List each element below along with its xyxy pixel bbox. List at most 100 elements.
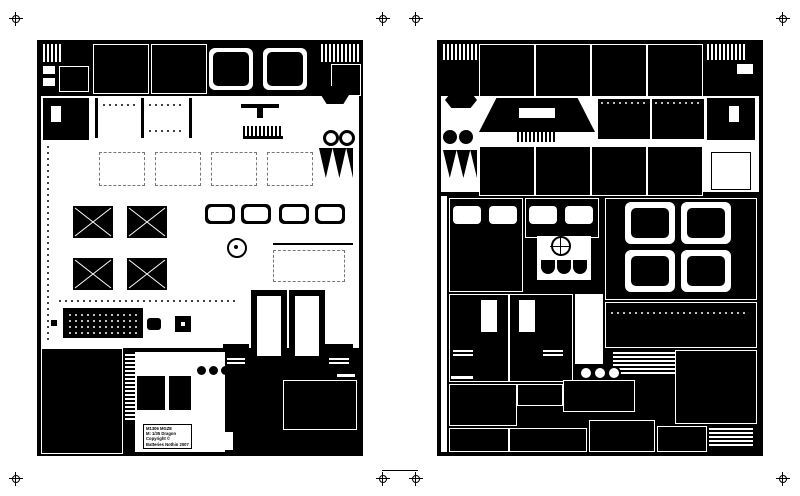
right-small-hinge [737, 64, 753, 74]
left-strip-2 [141, 98, 144, 138]
right-frame-1-inner [631, 208, 669, 238]
left-top-panel-a [93, 44, 149, 94]
left-rounded-frame-1-inner [208, 207, 232, 221]
left-rivet-row-a [101, 102, 135, 108]
left-photo-etch-fret: M1306 MGZE M: 1/35 Dragon Copyright © Ba… [37, 40, 363, 456]
left-large-plate [41, 348, 123, 454]
right-vent-strip-top-right [705, 44, 745, 60]
left-louver-panel-b [325, 344, 353, 370]
left-rivet-row-b [147, 102, 181, 108]
right-mid-panel-a-rivets [599, 100, 647, 106]
left-comb-part [243, 126, 283, 136]
right-gauge-2 [461, 76, 473, 88]
right-top-panel-a [479, 44, 535, 98]
left-stack-plate-1 [237, 380, 279, 396]
right-mid-panel-b-rivets [653, 100, 701, 106]
right-photo-etch-fret [437, 40, 763, 456]
right-bottom-plate-b [517, 384, 563, 406]
right-bucket-3 [573, 260, 587, 274]
right-wide-plate-rivets [609, 310, 749, 316]
right-hatch-window-b2 [565, 206, 593, 224]
registration-mark-bottom-right [776, 472, 790, 486]
left-stack-plate-3 [283, 380, 357, 430]
left-comb-base [243, 136, 283, 139]
left-small-tab [51, 320, 57, 326]
x-panel-1-icon [74, 207, 112, 237]
left-window-inner-b [267, 52, 303, 86]
right-frame-3-inner [631, 256, 669, 286]
right-row2-panel-a [479, 146, 535, 196]
x-panel-2-icon [128, 207, 166, 237]
left-dashed-panel-5 [273, 250, 345, 282]
left-dashed-panel-3 [211, 152, 257, 186]
left-small-bracket-b [43, 78, 55, 86]
fret-identification-label: M1306 MGZE M: 1/35 Dragon Copyright © Ba… [143, 424, 192, 449]
left-small-square-a [147, 318, 161, 330]
left-wheel-1 [197, 366, 206, 375]
right-hatch-window-a1 [453, 206, 481, 224]
left-small-square-b-hole [181, 322, 185, 326]
right-row2-panel-b [535, 146, 591, 196]
right-top-panel-b [535, 44, 591, 98]
right-door-b-window [519, 300, 535, 332]
registration-mark-bottom-left [9, 472, 23, 486]
right-bottom-comb [709, 426, 753, 448]
right-square-frame-inner [711, 152, 751, 190]
right-top-panel-d [647, 44, 703, 98]
right-bottom-plate-a [449, 384, 517, 426]
right-disc-1 [443, 130, 457, 144]
right-gauge-1 [445, 76, 457, 88]
left-stack-plate-2 [237, 400, 279, 416]
left-long-plate-rivets [67, 312, 139, 334]
right-bottom-plate-c [563, 380, 635, 412]
right-bottom-plate-g [657, 426, 707, 452]
right-hatch-window-a2 [489, 206, 517, 224]
right-row2-panel-d [647, 146, 703, 196]
right-large-lower-plate [675, 350, 757, 424]
right-hatch-window-b1 [529, 206, 557, 224]
left-wheel-3 [221, 366, 230, 375]
left-block-lower-b [169, 376, 191, 410]
left-stepped-plate-cutout [51, 106, 71, 132]
right-bucket-1 [541, 260, 555, 274]
left-small-plate-c [59, 66, 89, 92]
left-rounded-frame-3-inner [282, 207, 306, 221]
left-vent-strip-top-right [319, 44, 359, 62]
left-rivet-row-long [57, 298, 237, 304]
x-panel-4-icon [128, 259, 166, 289]
right-disc-2 [459, 130, 473, 144]
left-door-frame-b-inner [295, 296, 319, 356]
left-rounded-frame-2-inner [244, 207, 268, 221]
left-small-bracket-a [43, 66, 55, 74]
left-ring-b [339, 130, 355, 146]
left-wheel-2 [209, 366, 218, 375]
right-bucket-2 [557, 260, 571, 274]
left-dashed-panel-4 [267, 152, 313, 186]
left-rounded-frame-4-inner [318, 207, 342, 221]
right-door-a [449, 294, 509, 382]
right-frame-2-inner [687, 208, 725, 238]
right-door-a-window [481, 300, 497, 332]
fret-label-line-1: M1306 MGZE [146, 426, 173, 431]
left-rivet-row-c [147, 128, 181, 134]
right-hex-hatch [445, 92, 477, 108]
fret-label-line-3: Copyright © [146, 436, 171, 442]
right-wide-plate [605, 302, 757, 348]
right-bottom-plate-f [589, 420, 655, 452]
right-vent-strip-top-left [441, 44, 477, 60]
bottom-center-trim-line [382, 470, 418, 471]
left-block-lower-a [137, 376, 165, 410]
left-long-rod [273, 243, 353, 245]
registration-mark-top-right [776, 12, 790, 26]
registration-mark-top-mid-right [409, 12, 423, 26]
right-wheel-3 [607, 366, 621, 380]
right-crosshair-h [550, 246, 570, 247]
left-comb-vertical [125, 352, 135, 422]
right-wheel-1 [579, 366, 593, 380]
right-top-panel-c [591, 44, 647, 98]
left-ring-a [323, 130, 339, 146]
right-bottom-plate-d [449, 428, 509, 452]
right-white-area-left [441, 196, 447, 452]
right-comb [517, 132, 557, 142]
left-strip-1 [95, 98, 98, 138]
